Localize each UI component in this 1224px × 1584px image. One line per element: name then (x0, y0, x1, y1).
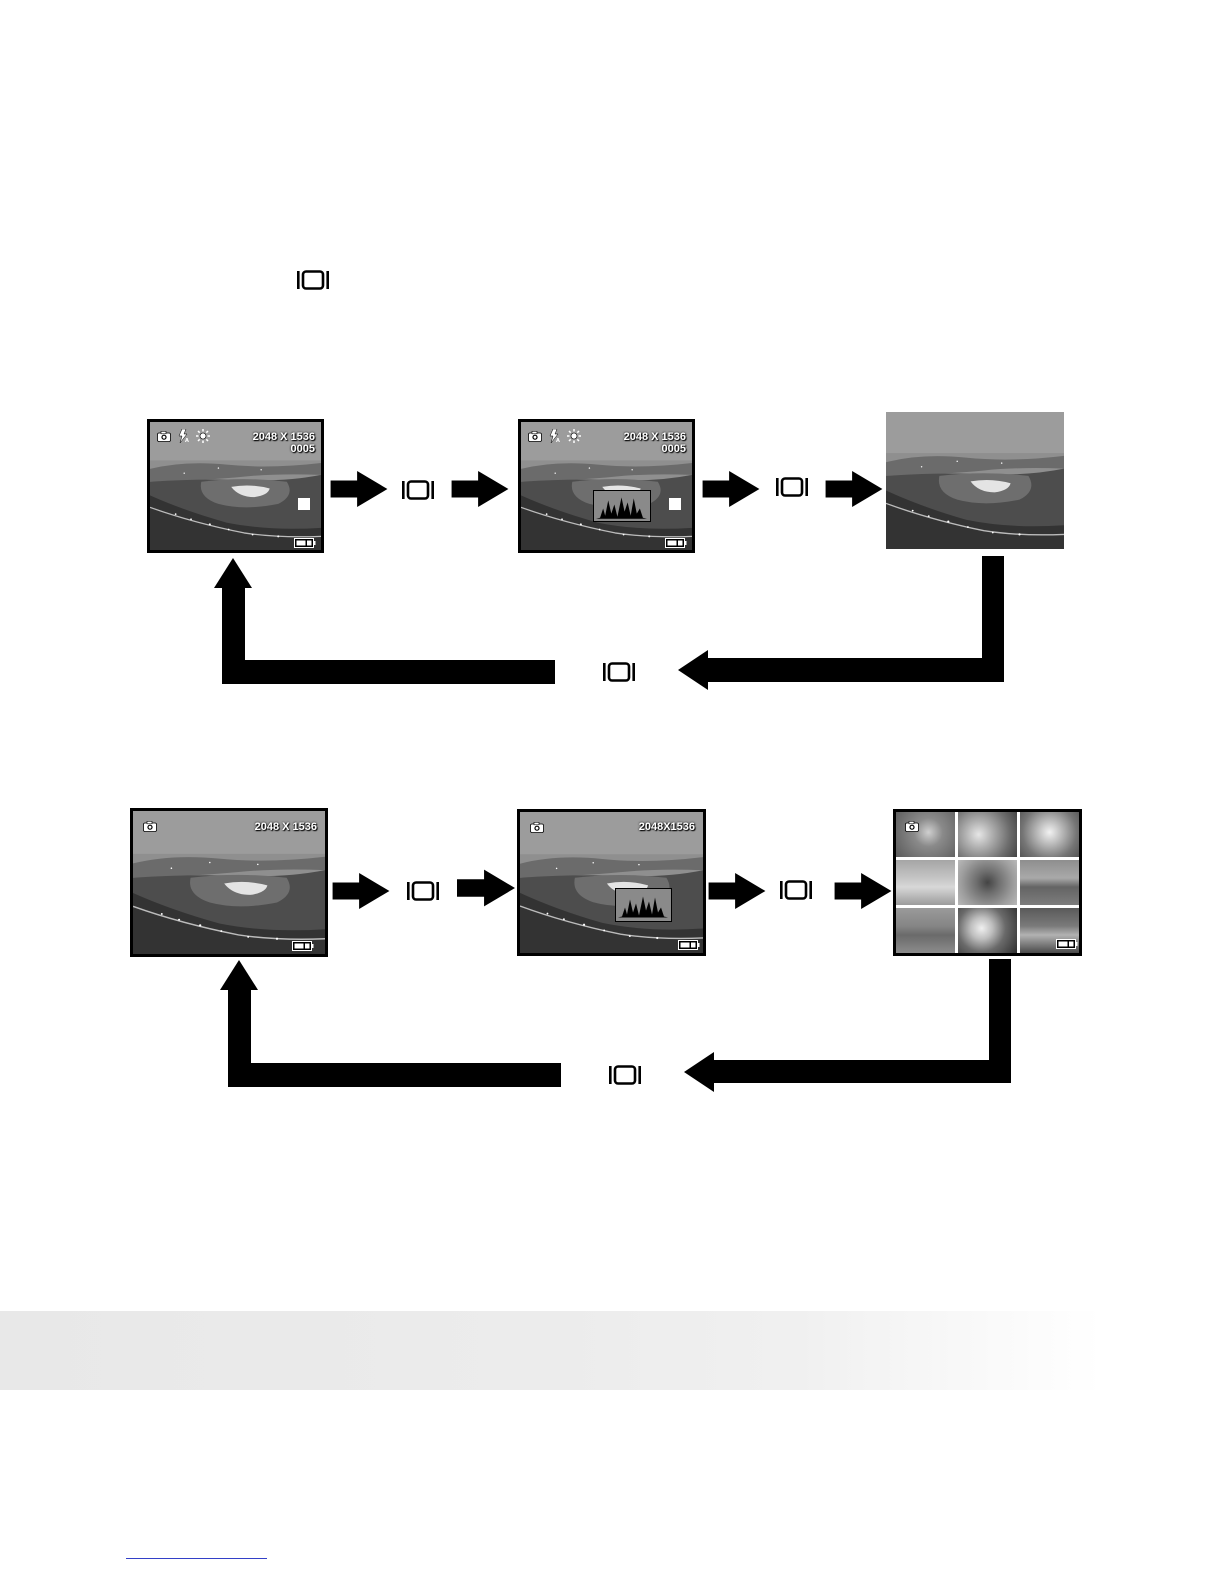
battery-icon (294, 538, 316, 548)
flow-arrow-right (451, 471, 509, 507)
flow-arrow-right (332, 873, 390, 909)
thumbnail-3 (1020, 812, 1079, 857)
display-button-icon (608, 1064, 642, 1086)
histogram-graph (596, 493, 647, 519)
thumbnail-7 (896, 908, 955, 953)
white-balance-sun-icon (196, 429, 210, 443)
flow-arrow-right (330, 471, 388, 507)
battery-icon (665, 538, 687, 548)
display-button-icon (775, 476, 809, 498)
lcd-screen-playback-histogram: 2048X1536 (517, 809, 706, 956)
battery-icon (292, 941, 314, 951)
camera-icon (528, 431, 542, 442)
lcd-screen-no-info (886, 412, 1064, 549)
lcd-screen-full-info: 2048 X 1536 0005 (147, 419, 324, 553)
footer-rule (126, 1558, 267, 1559)
battery-icon (678, 940, 700, 950)
flow-arrow-right (834, 873, 892, 909)
lcd-screen-thumbnails (893, 809, 1082, 956)
display-button-icon (602, 661, 636, 683)
resolution-label: 2048 X 1536 (255, 821, 317, 833)
focus-marker (298, 498, 310, 510)
flow-arrow-right (457, 869, 515, 907)
resolution-label: 2048 X 1536 (253, 431, 315, 443)
thumbnail-8 (958, 908, 1017, 953)
histogram-box (615, 888, 672, 922)
thumbnail-4 (896, 860, 955, 905)
scene-image (886, 412, 1064, 549)
flash-auto-icon (177, 429, 191, 443)
thumbnail-1 (896, 812, 955, 857)
lcd-screen-playback-info: 2048 X 1536 (130, 808, 328, 957)
flow-arrow-right (825, 471, 883, 507)
thumbnail-5 (958, 860, 1017, 905)
footer-band (0, 1311, 1224, 1390)
thumbnail-2 (958, 812, 1017, 857)
shot-count-label: 0005 (662, 443, 686, 455)
display-button-icon (779, 879, 813, 901)
display-button-icon (401, 479, 435, 501)
lcd-screen-histogram: 2048 X 1536 0005 (518, 419, 695, 553)
camera-icon (143, 821, 157, 832)
focus-marker (669, 498, 681, 510)
display-button-icon (406, 880, 440, 902)
battery-icon (1056, 939, 1078, 949)
camera-icon (530, 822, 544, 833)
thumbnail-grid (896, 812, 1079, 953)
camera-icon (905, 821, 919, 832)
histogram-graph (618, 891, 668, 919)
resolution-label: 2048X1536 (639, 821, 695, 833)
shot-count-label: 0005 (291, 443, 315, 455)
camera-icon (157, 431, 171, 442)
resolution-label: 2048 X 1536 (624, 431, 686, 443)
scene-image (520, 812, 703, 953)
histogram-box (593, 490, 651, 522)
display-button-icon (296, 269, 330, 291)
flow-arrow-right (702, 471, 760, 507)
flow-arrow-right (708, 873, 766, 909)
thumbnail-6 (1020, 860, 1079, 905)
white-balance-sun-icon (567, 429, 581, 443)
flash-auto-icon (548, 429, 562, 443)
